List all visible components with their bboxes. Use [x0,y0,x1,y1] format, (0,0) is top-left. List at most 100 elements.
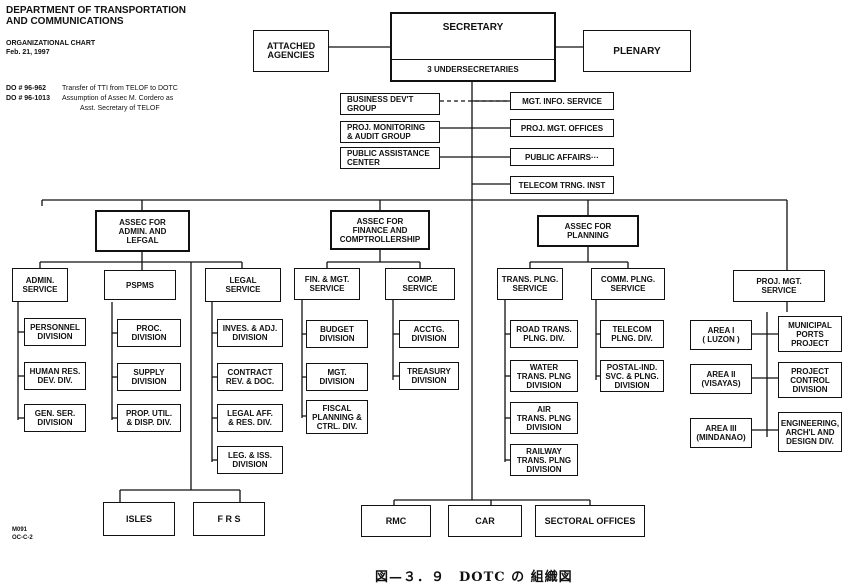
chart-title: ORGANIZATIONAL CHART [6,40,96,47]
admin-division-1-box: PERSONNEL DIVISION [24,318,86,346]
box-label: MGT. INFO. SERVICE [522,96,602,106]
box-label: CAR [475,515,495,526]
box-label: ENGINEERING, ARCH'L AND DESIGN DIV. [780,418,840,446]
trans-division-3-box: AIR TRANS. PLNG DIVISION [510,402,578,434]
car-box: CAR [448,505,522,537]
box-label: RAILWAY TRANS. PLNG DIVISION [516,446,572,474]
isles-box: ISLES [103,502,175,536]
finmgt-division-3-box: FISCAL PLANNING & CTRL. DIV. [306,400,368,434]
box-label: PROJ. MONITORING & AUDIT GROUP [347,123,426,141]
box-label: TELECOM PLNG. DIV. [611,325,653,343]
assec-planning-box: ASSEC FOR PLANNING [537,215,639,247]
project-box-3: ENGINEERING, ARCH'L AND DESIGN DIV. [778,412,842,452]
frs-box: F R S [193,502,265,536]
box-label: PROJECT CONTROL DIVISION [790,366,830,394]
box-label: PLENARY [613,45,661,57]
comm-division-2-box: POSTAL-IND. SVC. & PLNG. DIVISION [600,360,664,392]
org-name-line2: AND COMMUNICATIONS [6,16,124,27]
box-label: TELECOM TRNG. INST [518,180,606,190]
attached-agencies-box: ATTACHED AGENCIES [253,30,329,72]
box-label: ROAD TRANS. PLNG. DIV. [516,325,572,343]
box-label: ACCTG. DIVISION [411,325,447,343]
legal-service-box: LEGAL SERVICE [205,268,281,302]
box-label: PERSONNEL DIVISION [30,323,80,341]
legal-division-4-box: LEG. & ISS. DIVISION [217,446,283,474]
box-label: POSTAL-IND. SVC. & PLNG. DIVISION [605,362,659,390]
trans-division-1-box: ROAD TRANS. PLNG. DIV. [510,320,578,348]
box-label: LEG. & ISS. DIVISION [227,451,272,469]
box-label: COMM. PLNG. SERVICE [600,275,656,293]
box-label: AREA II (VISAYAS) [701,370,741,388]
proj-mgt-service-box: PROJ. MGT. SERVICE [733,270,825,302]
box-label: AREA III (MINDANAO) [696,424,746,442]
telecom-trng-inst-box: TELECOM TRNG. INST [510,176,614,194]
box-label: TREASURY DIVISION [407,367,451,385]
box-label: PSPMS [125,280,154,290]
undersecretaries-label: 3 UNDERSECRETARIES [392,59,554,74]
trans-division-4-box: RAILWAY TRANS. PLNG DIVISION [510,444,578,476]
box-label: BUSINESS DEV'T GROUP [347,95,414,113]
legal-division-2-box: CONTRACT REV. & DOC. [217,363,283,391]
box-label: ASSEC FOR ADMIN. AND LEFGAL [118,217,167,245]
order-1-text: Transfer of TTI from TELOF to DOTC [62,85,178,92]
box-label: LEGAL AFF. & RES. DIV. [227,409,273,427]
admin-division-3-box: GEN. SER. DIVISION [24,404,86,432]
proj-mgt-offices-box: PROJ. MGT. OFFICES [510,119,614,137]
box-label: RMC [385,515,407,526]
box-label: PROJ. MGT. SERVICE [756,277,802,295]
business-dev-group-box: BUSINESS DEV'T GROUP [340,93,440,115]
public-assistance-box: PUBLIC ASSISTANCE CENTER [340,147,440,169]
box-label: BUDGET DIVISION [319,325,355,343]
box-label: MGT. DIVISION [319,368,355,386]
order-2-number: DO # 96-1013 [6,95,50,102]
public-affairs-box: PUBLIC AFFAIRS··· [510,148,614,166]
area-1-box: AREA I ( LUZON ) [690,320,752,350]
assec-admin-legal-box: ASSEC FOR ADMIN. AND LEFGAL [95,210,190,252]
box-label: PUBLIC ASSISTANCE CENTER [347,149,430,167]
box-label: CONTRACT REV. & DOC. [225,368,275,386]
figure-caption: 図—３．９ DOTC の 組織図 [375,570,573,585]
box-label: MUNICIPAL PORTS PROJECT [788,320,832,348]
footer-code-1: M091 [12,527,28,533]
finmgt-division-2-box: MGT. DIVISION [306,363,368,391]
admin-service-box: ADMIN. SERVICE [12,268,68,302]
assec-finance-box: ASSEC FOR FINANCE AND COMPTROLLERSHIP [330,210,430,250]
legal-division-1-box: INVES. & ADJ. DIVISION [217,319,283,347]
secretary-box: SECRETARY 3 UNDERSECRETARIES [390,12,556,82]
box-label: GEN. SER. DIVISION [34,409,76,427]
mgt-info-service-box: MGT. INFO. SERVICE [510,92,614,110]
box-label: ADMIN. SERVICE [22,276,58,294]
box-label: WATER TRANS. PLNG DIVISION [516,362,572,390]
box-label: ATTACHED AGENCIES [266,41,316,60]
box-label: PROC. DIVISION [131,324,167,342]
comm-division-1-box: TELECOM PLNG. DIV. [600,320,664,348]
rmc-box: RMC [361,505,431,537]
comm-plng-service-box: COMM. PLNG. SERVICE [591,268,665,300]
footer-code-2: OC-C-2 [12,535,33,541]
box-label: ASSEC FOR FINANCE AND COMPTROLLERSHIP [339,216,421,244]
pspms-division-2-box: SUPPLY DIVISION [117,363,181,391]
comp-division-2-box: TREASURY DIVISION [399,362,459,390]
sectoral-offices-box: SECTORAL OFFICES [535,505,645,537]
order-1-number: DO # 96-962 [6,85,47,92]
order-2-text-cont: Asst. Secretary of TELOF [80,105,160,112]
comp-division-1-box: ACCTG. DIVISION [399,320,459,348]
fin-mgt-service-box: FIN. & MGT. SERVICE [294,268,360,300]
box-label: FISCAL PLANNING & CTRL. DIV. [312,403,362,431]
box-label: SUPPLY DIVISION [131,368,167,386]
comp-service-box: COMP. SERVICE [385,268,455,300]
trans-division-2-box: WATER TRANS. PLNG DIVISION [510,360,578,392]
box-label: LEGAL SERVICE [225,276,261,294]
chart-date: Feb. 21, 1997 [6,49,50,56]
box-label: AIR TRANS. PLNG DIVISION [516,404,572,432]
box-label: COMP. SERVICE [402,275,438,293]
box-label: PROP. UTIL. & DISP. DIV. [125,409,173,427]
finmgt-division-1-box: BUDGET DIVISION [306,320,368,348]
box-label: FIN. & MGT. SERVICE [304,275,350,293]
trans-plng-service-box: TRANS. PLNG. SERVICE [497,268,563,300]
box-label: F R S [217,513,241,524]
pspms-division-1-box: PROC. DIVISION [117,319,181,347]
box-label: TRANS. PLNG. SERVICE [501,275,559,293]
box-label: ASSEC FOR PLANNING [564,222,612,240]
